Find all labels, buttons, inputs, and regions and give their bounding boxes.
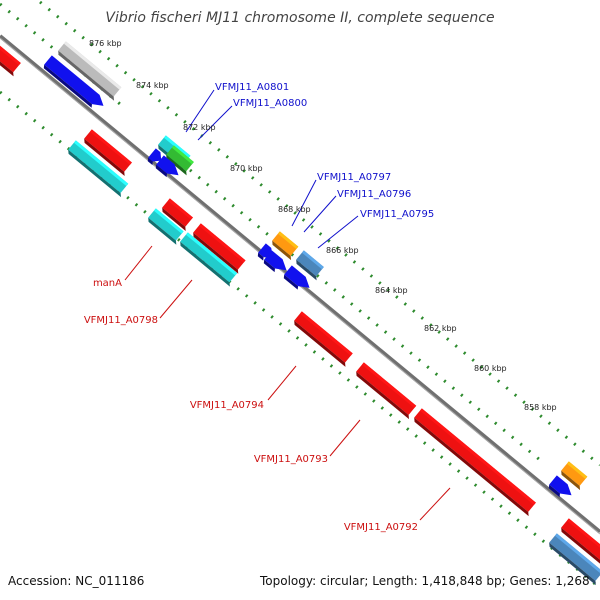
guide-outer-forward xyxy=(39,0,600,467)
gene-blue-right xyxy=(548,475,572,498)
gene-red-bottomright xyxy=(561,518,600,571)
gene-label-mana: manA xyxy=(93,278,122,289)
tick-label-872: 872 kbp xyxy=(183,123,216,132)
leader-a0792 xyxy=(419,487,451,521)
map-title: Vibrio fischeri MJ11 chromosome II, comp… xyxy=(105,10,494,26)
gene-label-a0798: VFMJ11_A0798 xyxy=(84,315,158,326)
leader-mana xyxy=(124,245,153,281)
gene-red-a0798 xyxy=(193,223,246,274)
gene-steel-a0795 xyxy=(296,250,324,281)
leader-a0801 xyxy=(185,89,215,133)
gene-track xyxy=(0,32,600,586)
gene-blue-a0802 xyxy=(43,55,104,108)
tick-label-874: 874 kbp xyxy=(136,81,169,90)
accession-text: Accession: NC_011186 xyxy=(8,574,145,588)
gene-label-a0801: VFMJ11_A0801 xyxy=(215,82,289,93)
gene-label-a0793: VFMJ11_A0793 xyxy=(254,454,328,465)
leader-a0797 xyxy=(291,179,317,227)
gene-red-a0794 xyxy=(294,311,353,367)
tick-label-866: 866 kbp xyxy=(326,246,359,255)
tick-label-870: 870 kbp xyxy=(230,164,263,173)
tick-label-864: 864 kbp xyxy=(375,286,408,295)
gene-red-a0799 xyxy=(84,129,132,176)
leader-a0794 xyxy=(267,365,297,401)
leader-a0796 xyxy=(303,195,337,233)
tick-label-868: 868 kbp xyxy=(278,205,311,214)
gene-blue-a0796c xyxy=(283,265,310,290)
gene-blue-a0796b xyxy=(263,250,287,273)
gene-label-a0795: VFMJ11_A0795 xyxy=(360,209,434,220)
leader-a0795 xyxy=(317,215,359,249)
gene-label-a0800: VFMJ11_A0800 xyxy=(233,98,307,109)
gene-gray xyxy=(58,41,122,101)
topology-text: Topology: circular; Length: 1,418,848 bp… xyxy=(260,574,590,588)
gene-red-a0793 xyxy=(356,362,417,420)
gene-blue-small-a xyxy=(147,148,162,166)
gene-steel-bottomright xyxy=(549,533,600,586)
gene-cyan-a0798b xyxy=(180,232,238,287)
gene-label-a0794: VFMJ11_A0794 xyxy=(190,400,264,411)
gene-orange-a0797 xyxy=(272,231,299,261)
tick-label-876: 876 kbp xyxy=(89,39,122,48)
gene-blue-small-b xyxy=(155,155,179,178)
gene-cyan-a0798a xyxy=(68,140,129,198)
leader-a0798 xyxy=(159,279,193,319)
leader-a0793 xyxy=(329,419,361,457)
gene-label-a0796: VFMJ11_A0796 xyxy=(337,189,411,200)
tick-label-862: 862 kbp xyxy=(424,324,457,333)
leader-a0800 xyxy=(197,105,233,141)
gene-red-a0792 xyxy=(414,408,536,517)
gene-orange-right xyxy=(561,461,588,491)
gene-red-topleft xyxy=(0,32,21,77)
gene-green-a0800 xyxy=(166,145,194,176)
gene-label-a0797: VFMJ11_A0797 xyxy=(317,172,391,183)
gene-red-mana-a xyxy=(162,198,193,231)
gene-cyan-mana xyxy=(148,208,184,245)
tick-label-860: 860 kbp xyxy=(474,364,507,373)
tick-label-858: 858 kbp xyxy=(524,403,557,412)
gene-label-a0792: VFMJ11_A0792 xyxy=(344,522,418,533)
label-leaders xyxy=(124,89,451,521)
